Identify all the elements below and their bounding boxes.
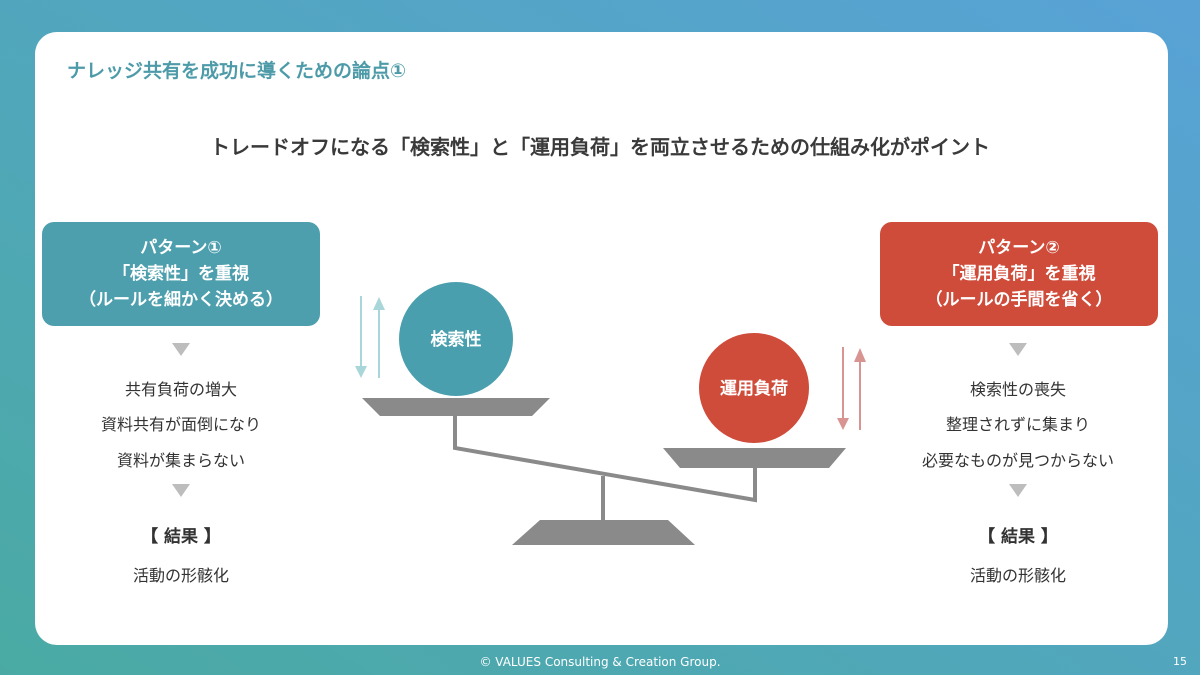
right-effect: 必要なものが見つからない bbox=[921, 451, 1114, 470]
scale-base bbox=[512, 520, 695, 545]
down-triangle-icon bbox=[1009, 343, 1027, 356]
slide-title: ナレッジ共有を成功に導くための論点① bbox=[67, 60, 407, 82]
pattern-1-line: パターン① bbox=[140, 238, 222, 258]
scale-beam bbox=[453, 416, 757, 503]
left-effect: 共有負荷の増大 bbox=[124, 380, 237, 399]
left-pan bbox=[362, 398, 550, 416]
pattern-2-line: （ルールの手間を省く） bbox=[925, 290, 1113, 310]
left-ball-label: 検索性 bbox=[431, 329, 482, 350]
left-effect: 資料が集まらない bbox=[116, 451, 245, 470]
down-triangle-icon bbox=[1009, 484, 1027, 497]
pattern-1-box: パターン① 「検索性」を重視 （ルールを細かく決める） bbox=[42, 222, 320, 326]
pattern-2-box: パターン② 「運用負荷」を重視 （ルールの手間を省く） bbox=[880, 222, 1158, 326]
right-result: 活動の形骸化 bbox=[969, 566, 1066, 585]
left-result: 活動の形骸化 bbox=[132, 566, 229, 585]
left-result-label: 【 結果 】 bbox=[141, 527, 221, 547]
right-ball bbox=[699, 333, 809, 443]
right-pan bbox=[663, 448, 846, 468]
left-effect: 資料共有が面倒になり bbox=[100, 415, 261, 434]
pattern-1-line: （ルールを細かく決める） bbox=[79, 290, 283, 310]
pattern-1-line: 「検索性」を重視 bbox=[113, 264, 249, 284]
left-ball bbox=[399, 282, 513, 396]
page-number: 15 bbox=[1173, 655, 1187, 668]
left-up-down-arrows-icon bbox=[355, 296, 385, 378]
right-effect: 整理されずに集まり bbox=[945, 415, 1090, 434]
right-up-down-arrows-icon bbox=[837, 347, 866, 430]
right-effect: 検索性の喪失 bbox=[969, 380, 1066, 399]
pattern-2-line: 「運用負荷」を重視 bbox=[942, 264, 1096, 284]
right-ball-label: 運用負荷 bbox=[720, 378, 788, 399]
down-triangle-icon bbox=[172, 484, 190, 497]
pattern-2-line: パターン② bbox=[978, 238, 1060, 258]
footer-copyright: © VALUES Consulting & Creation Group. bbox=[479, 655, 721, 669]
right-result-label: 【 結果 】 bbox=[978, 527, 1058, 547]
slide-subtitle: トレードオフになる「検索性」と「運用負荷」を両立させるための仕組み化がポイント bbox=[210, 135, 990, 159]
down-triangle-icon bbox=[172, 343, 190, 356]
